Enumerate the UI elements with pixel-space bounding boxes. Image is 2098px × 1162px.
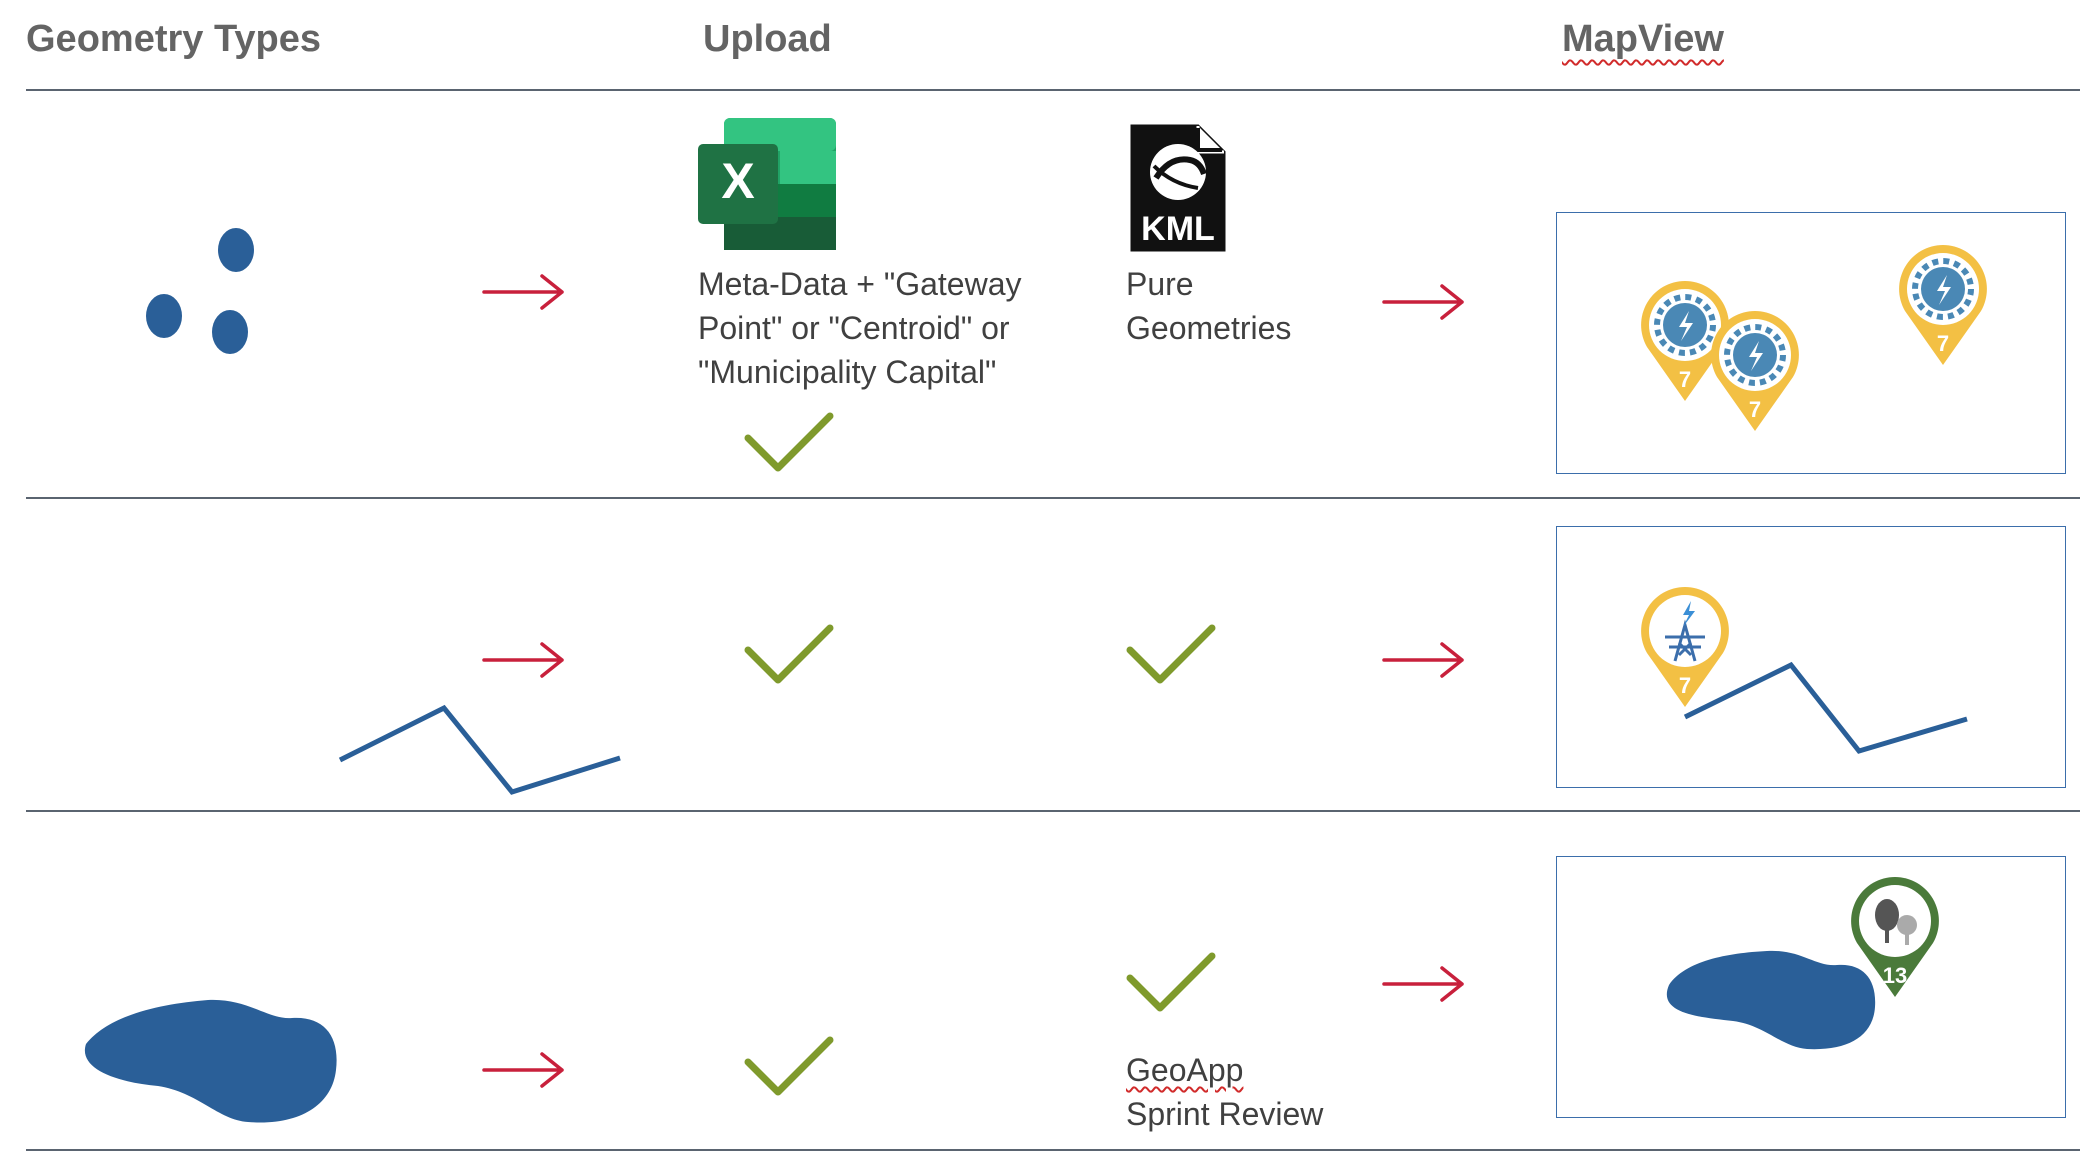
arrow-right-icon [482,642,564,678]
checkmark-icon [744,624,834,684]
footer-note: GeoApp Sprint Review [1126,1048,1386,1136]
tree-icon [1875,899,1917,945]
header-mapview: MapView [1562,18,1724,60]
checkmark-icon [1126,624,1216,684]
points-geometry [146,228,254,354]
mapview-line[interactable]: 7 [1556,526,2066,788]
power-tower-icon [1665,619,1705,662]
header-upload: Upload [703,18,832,60]
checkmark-icon [1126,952,1216,1012]
kml-description-line: Pure [1126,266,1194,302]
kml-description-line: Geometries [1126,310,1292,346]
header-geometry-types: Geometry Types [26,18,321,60]
excel-icon-label: X [721,153,754,209]
map-marker-power-line[interactable]: 7 [1641,587,1729,707]
arrow-right-icon [1382,642,1464,678]
excel-description-line: Meta-Data + "Gateway [698,266,1022,302]
map-marker-generator[interactable]: 7 [1899,245,1987,365]
kml-icon-label: KML [1141,210,1215,248]
arrow-right-icon [482,274,564,310]
mapview-points[interactable]: 7 7 7 [1556,212,2066,474]
polygon-geometry [84,999,337,1123]
kml-upload-description: Pure Geometries [1126,262,1386,350]
arrow-right-icon [1382,284,1464,320]
arrow-right-icon [1382,966,1464,1002]
row-divider-1 [26,497,2080,499]
checkmark-icon [744,1036,834,1096]
marker-count: 7 [1749,397,1761,422]
map-marker-generator[interactable]: 7 [1711,311,1799,431]
arrow-right-icon [482,1052,564,1088]
marker-count: 7 [1679,367,1691,392]
kml-file-icon: KML [1128,122,1228,254]
marker-count: 7 [1937,331,1949,356]
mapview-polygon[interactable]: 13 [1556,856,2066,1118]
row-divider-3 [26,1149,2080,1151]
marker-count: 13 [1883,963,1907,988]
footer-note-line1: GeoApp [1126,1052,1244,1088]
map-marker-park[interactable]: 13 [1851,877,1939,997]
line-geometry [338,704,621,795]
header-divider [26,89,2080,91]
excel-description-line: "Municipality Capital" [698,354,997,390]
excel-icon: X [698,118,840,250]
row-divider-2 [26,810,2080,812]
marker-count: 7 [1679,673,1691,698]
excel-description-line: Point" or "Centroid" or [698,310,1010,346]
footer-note-line2: Sprint Review [1126,1096,1324,1132]
checkmark-icon [744,412,834,472]
excel-upload-description: Meta-Data + "Gateway Point" or "Centroid… [698,262,1098,394]
map-marker-generator[interactable]: 7 [1641,281,1729,401]
